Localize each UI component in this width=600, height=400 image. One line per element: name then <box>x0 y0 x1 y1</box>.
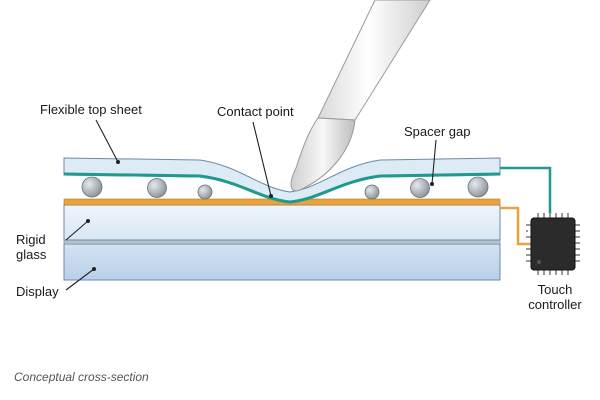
label-display: Display <box>16 284 59 299</box>
display-layer <box>63 243 501 281</box>
label-spacer-gap: Spacer gap <box>404 124 471 139</box>
layer-separator <box>63 239 501 245</box>
bottom-layer-wire <box>500 206 532 246</box>
spacer-dot <box>467 176 489 198</box>
spacer-dot <box>410 178 430 198</box>
flexible-top-sheet <box>63 157 501 204</box>
label-touch-controller: Touch controller <box>520 282 590 312</box>
label-touch-controller-line1: Touch <box>537 282 573 297</box>
rigid-glass-layer <box>63 204 501 241</box>
touch-controller-chip <box>526 213 580 275</box>
leader-spacer-gap <box>431 139 437 185</box>
label-contact-point: Contact point <box>217 104 294 119</box>
spacer-dot <box>364 184 380 200</box>
leader-contact-point <box>252 121 272 197</box>
label-rigid-glass-line1: Rigid <box>16 232 46 247</box>
spacer-dots <box>81 176 489 200</box>
label-rigid-glass-line2: glass <box>16 247 47 262</box>
top-sheet-wire <box>500 166 552 214</box>
leader-display <box>65 268 95 291</box>
stylus-body <box>317 0 431 121</box>
spacer-dot <box>147 178 167 198</box>
label-flexible-top-sheet: Flexible top sheet <box>40 102 142 117</box>
leader-flexible-top-sheet <box>95 119 119 163</box>
stylus <box>290 0 431 192</box>
leader-rigid-glass <box>65 220 89 241</box>
spacer-dot <box>197 184 213 200</box>
spacer-dot <box>81 176 103 198</box>
figure-caption: Conceptual cross-section <box>14 370 149 384</box>
stylus-tip <box>290 117 356 192</box>
top-conductive-trace <box>63 172 501 204</box>
label-rigid-glass: Rigid glass <box>16 232 46 262</box>
label-touch-controller-line2: controller <box>528 297 582 312</box>
